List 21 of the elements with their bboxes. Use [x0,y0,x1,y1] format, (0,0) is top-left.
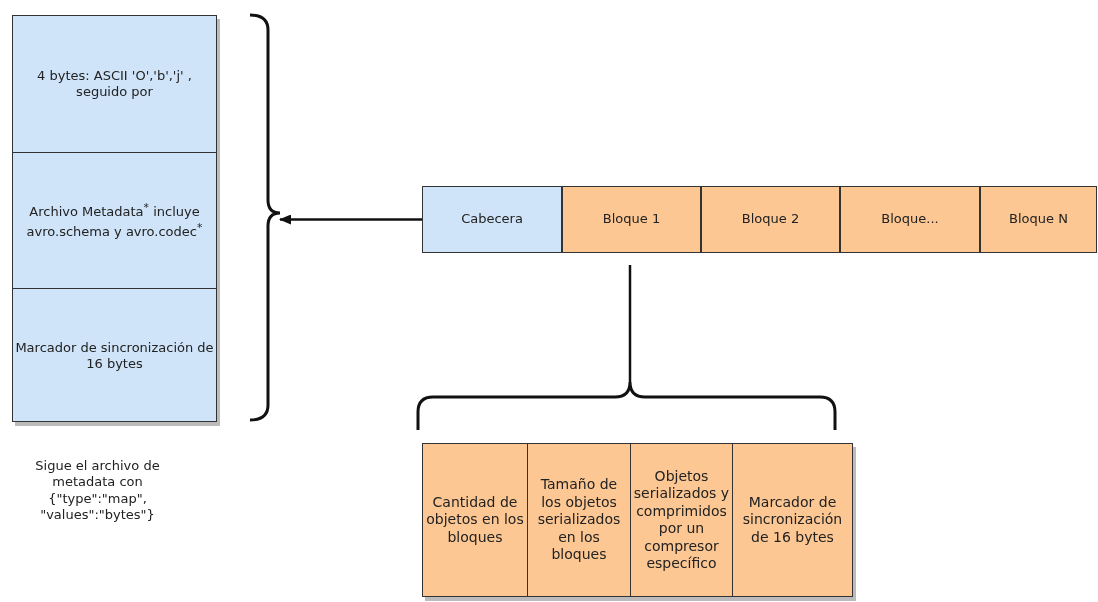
connector-line [628,265,632,382]
field-cell [630,444,732,596]
cell-text: Bloque N [1008,210,1069,229]
field-cell [562,186,701,253]
cell-text: Cantidad de objetos en los bloques [425,492,525,547]
cell-text: Marcador de sincronización de 16 bytes [741,492,844,547]
arrow [279,214,422,225]
cell-text: Tamaño de los objetos serializados en los bloques [536,475,622,565]
cell-text: Bloque 2 [740,210,801,229]
field-cell [980,186,1097,253]
cell-text: Cabecera [460,210,524,229]
cell-text: Objetos serializados y comprimidos por un compresor específico [632,466,731,573]
note-text: Sigue el archivo de metadata con {"type":"map", "values":"bytes"} [34,458,161,523]
field-cell [422,186,562,253]
field-cell [701,186,840,253]
cell-text: Marcador de sincronización de 16 bytes [14,338,215,373]
cell-text: Archivo Metadata$^{*}$ incluye avro.schema y avro.codec$^{*}$ [25,199,204,241]
cell-text: 4 bytes: ASCII 'O','b','j' , seguido por [36,66,193,101]
cell-text: Bloque... [880,210,940,229]
field-cell [840,186,980,253]
cell-text: Bloque 1 [601,210,662,229]
